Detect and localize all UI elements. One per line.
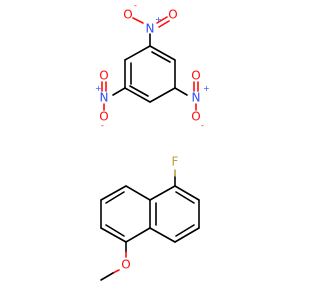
oxygen-atom: O bbox=[191, 110, 200, 124]
bond bbox=[125, 185, 151, 201]
bond bbox=[149, 185, 176, 201]
bond bbox=[149, 45, 176, 61]
oxygen-atom: O bbox=[99, 69, 108, 83]
double-bond bbox=[175, 191, 195, 204]
trinitrobenzene: N + O - O N + O O - N + O O bbox=[95, 1, 210, 130]
positive-charge: + bbox=[155, 15, 162, 24]
methyl-bond bbox=[100, 272, 114, 281]
double-bond bbox=[156, 16, 168, 24]
oxygen-atom: O bbox=[123, 8, 132, 22]
double-bond bbox=[175, 224, 195, 237]
double-bond bbox=[158, 20, 170, 28]
negative-charge: - bbox=[134, 1, 137, 10]
oxygen-atom: O bbox=[99, 110, 108, 124]
bond bbox=[112, 87, 126, 96]
nitro-group-top: N + O - O bbox=[123, 1, 178, 47]
methoxy-substituent: O bbox=[100, 241, 131, 281]
double-bond bbox=[151, 51, 171, 63]
bond bbox=[124, 45, 151, 61]
fluoromethoxynaphthalene: F O bbox=[100, 155, 200, 281]
bond bbox=[124, 87, 151, 103]
bond bbox=[100, 185, 127, 201]
chemical-structure-canvas: N + O - O N + O O - N + O O bbox=[95, 1, 210, 281]
bond bbox=[149, 87, 176, 103]
oxygen-atom: O bbox=[168, 8, 177, 22]
bond bbox=[149, 227, 176, 243]
nitro-group-right: N + O O - bbox=[174, 69, 210, 130]
double-bond bbox=[129, 85, 149, 97]
structures-svg: N + O - O N + O O - N + O O bbox=[95, 1, 210, 281]
oxygen-atom: O bbox=[191, 69, 200, 83]
nitrogen-atom: N bbox=[192, 91, 201, 105]
positive-charge: + bbox=[95, 84, 102, 93]
double-bond bbox=[105, 224, 125, 237]
fluoro-substituent: F bbox=[172, 155, 179, 187]
oxygen-atom: O bbox=[121, 258, 130, 272]
negative-charge: - bbox=[201, 121, 204, 130]
bond bbox=[174, 185, 200, 201]
bond bbox=[100, 227, 127, 243]
naphthalene-rings bbox=[100, 185, 200, 243]
nitrogen-atom: N bbox=[100, 91, 109, 105]
benzene-ring bbox=[124, 45, 176, 103]
bond bbox=[174, 87, 188, 96]
negative-charge: - bbox=[101, 121, 104, 130]
bond bbox=[125, 227, 151, 243]
bond bbox=[112, 269, 120, 274]
positive-charge: + bbox=[203, 84, 210, 93]
bond bbox=[174, 227, 200, 243]
nitrogen-atom: N bbox=[146, 22, 155, 36]
fluorine-atom: F bbox=[172, 155, 179, 169]
bond bbox=[132, 17, 144, 24]
nitro-group-left: N + O O - bbox=[95, 69, 126, 130]
double-bond bbox=[105, 191, 125, 204]
